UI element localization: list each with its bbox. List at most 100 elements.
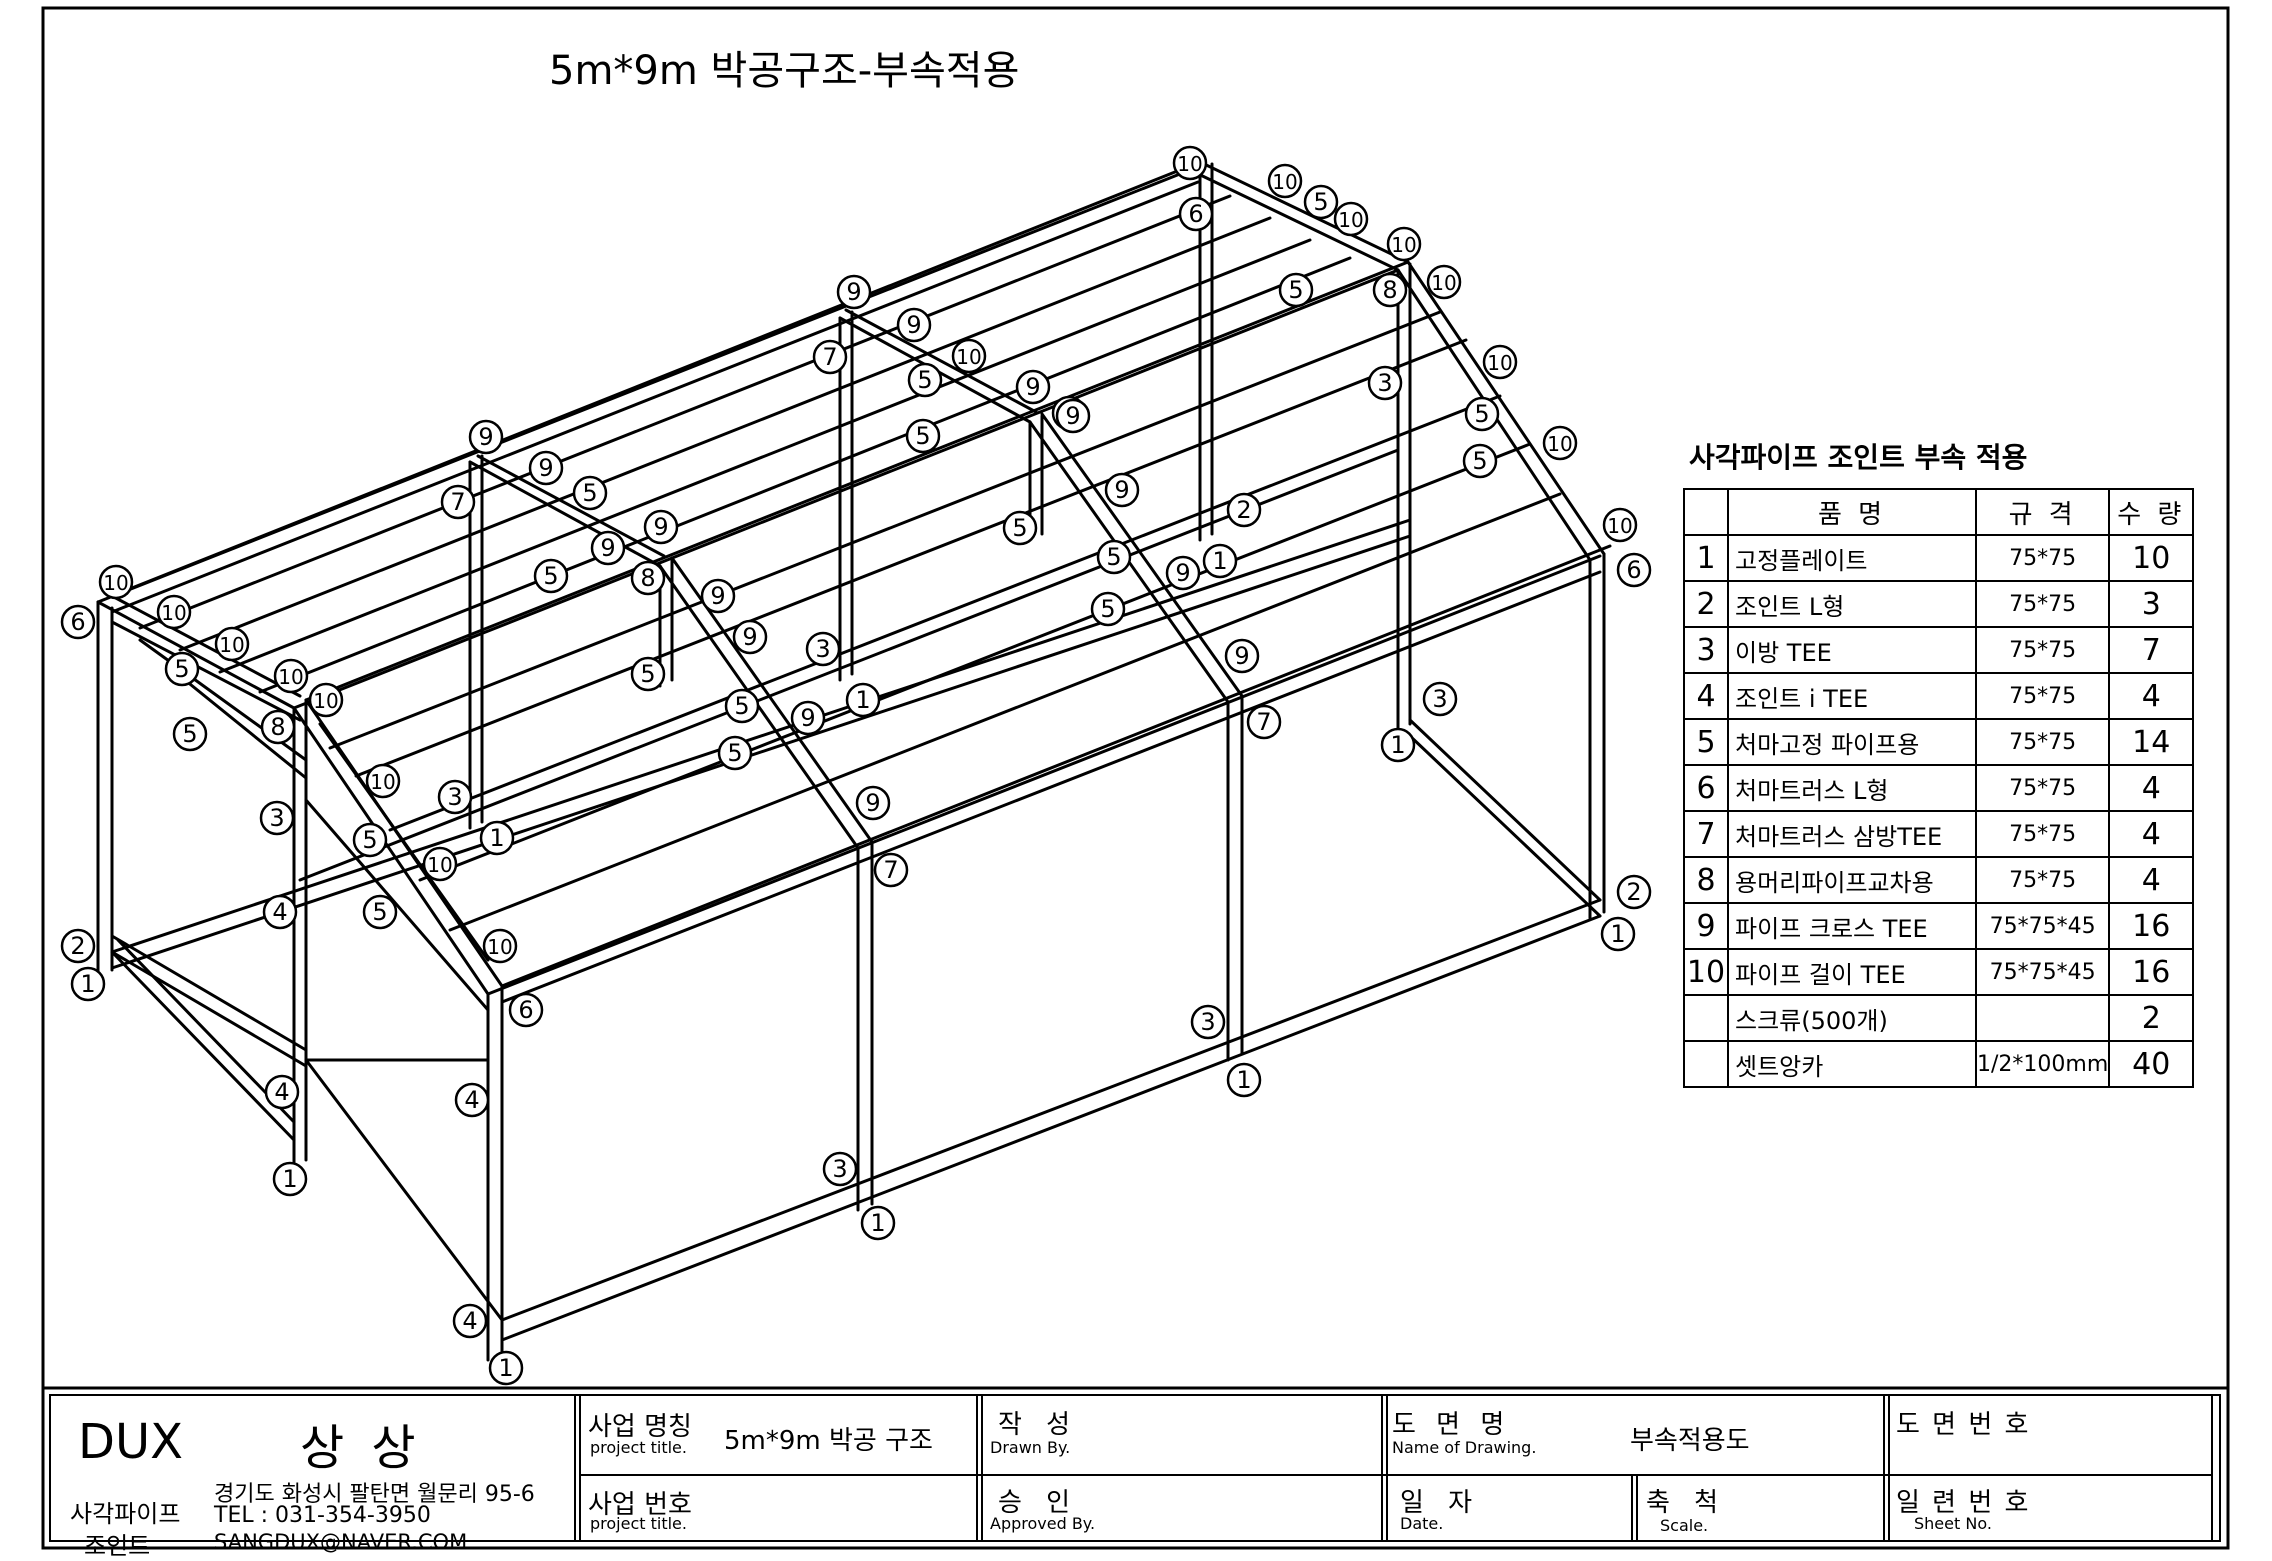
part-callout: 5 bbox=[172, 716, 208, 752]
part-callout: 9 bbox=[790, 700, 826, 736]
sheet-no-label: 일 련 번 호 bbox=[1896, 1488, 2031, 1518]
callout-number: 10 bbox=[1272, 170, 1297, 194]
callout-circle bbox=[479, 820, 515, 856]
part-callout: 6 bbox=[1178, 196, 1214, 232]
part-callout: 9 bbox=[468, 419, 504, 455]
callout-number: 6 bbox=[518, 996, 533, 1024]
callout-circle bbox=[1616, 552, 1652, 588]
callout-circle bbox=[172, 716, 208, 752]
callout-circle bbox=[1246, 704, 1282, 740]
parts-cell-qty: 3 bbox=[2108, 580, 2195, 628]
part-callout: 10 bbox=[1267, 163, 1303, 199]
drawing-name-label: 도 면 명 bbox=[1392, 1410, 1511, 1440]
callout-circle bbox=[700, 578, 736, 614]
scale-label: 축 척 bbox=[1646, 1488, 1727, 1518]
callout-number: 6 bbox=[1188, 200, 1203, 228]
drawn-by-sub: Drawn By. bbox=[990, 1438, 1071, 1457]
callout-circle bbox=[1333, 201, 1369, 237]
parts-table-row: 스크류(500개)2 bbox=[1683, 994, 2195, 1042]
part-callout: 5 bbox=[1464, 396, 1500, 432]
part-callout: 6 bbox=[60, 604, 96, 640]
callout-number: 7 bbox=[883, 856, 898, 884]
parts-cell-name: 이방 TEE bbox=[1727, 626, 1977, 674]
part-callout: 10 bbox=[273, 658, 309, 694]
callout-circle bbox=[352, 822, 388, 858]
parts-cell-spec: 75*75*45 bbox=[1974, 902, 2111, 950]
callout-number: 9 bbox=[846, 278, 861, 306]
callout-number: 7 bbox=[1256, 708, 1271, 736]
callout-number: 1 bbox=[498, 1354, 513, 1382]
part-callout: 1 bbox=[845, 682, 881, 718]
callout-number: 5 bbox=[640, 660, 655, 688]
part-callout: 8 bbox=[260, 709, 296, 745]
callout-circle bbox=[1426, 264, 1462, 300]
part-callout: 6 bbox=[508, 992, 544, 1028]
part-callout: 5 bbox=[572, 475, 608, 511]
callout-number: 3 bbox=[1432, 685, 1447, 713]
callout-circle bbox=[1090, 591, 1126, 627]
parts-cell-name: 파이프 크로스 TEE bbox=[1727, 902, 1977, 950]
parts-cell-spec: 1/2*100mm bbox=[1974, 1040, 2111, 1088]
page-title: 5m*9m 박공구조-부속적용 bbox=[549, 48, 1020, 94]
part-callout: 6 bbox=[1616, 552, 1652, 588]
callout-number: 8 bbox=[270, 713, 285, 741]
parts-cell-qty: 2 bbox=[2108, 994, 2195, 1042]
callout-circle bbox=[1267, 163, 1303, 199]
part-callout: 5 bbox=[362, 894, 398, 930]
callout-circle bbox=[98, 564, 134, 600]
callout-number: 10 bbox=[956, 345, 981, 369]
callout-circle bbox=[1462, 443, 1498, 479]
callout-circle bbox=[482, 928, 518, 964]
callout-number: 3 bbox=[815, 635, 830, 663]
part-callout: 5 bbox=[1462, 443, 1498, 479]
callout-circle bbox=[1104, 472, 1140, 508]
callout-circle bbox=[630, 656, 666, 692]
callout-circle bbox=[630, 560, 666, 596]
parts-cell-spec: 75*75 bbox=[1974, 810, 2111, 858]
part-callout: 9 bbox=[700, 578, 736, 614]
part-callout: 5 bbox=[1303, 184, 1339, 220]
part-callout: 10 bbox=[98, 564, 134, 600]
callout-number: 3 bbox=[1377, 369, 1392, 397]
parts-cell-name: 셋트앙카 bbox=[1727, 1040, 1977, 1088]
callout-number: 1 bbox=[282, 1165, 297, 1193]
project-no-sub: project title. bbox=[590, 1514, 687, 1533]
callout-circle bbox=[812, 339, 848, 375]
callout-number: 10 bbox=[1487, 351, 1512, 375]
callout-number: 6 bbox=[70, 608, 85, 636]
callout-circle bbox=[860, 1205, 896, 1241]
part-callout: 3 bbox=[1190, 1004, 1226, 1040]
part-callout: 9 bbox=[836, 274, 872, 310]
parts-cell-no: 4 bbox=[1683, 672, 1729, 720]
callout-number: 10 bbox=[278, 665, 303, 689]
callout-number: 5 bbox=[917, 366, 932, 394]
part-callout: 10 bbox=[422, 846, 458, 882]
parts-cell-name: 조인트 i TEE bbox=[1727, 672, 1977, 720]
callout-number: 5 bbox=[1012, 514, 1027, 542]
parts-cell-qty: 4 bbox=[2108, 764, 2195, 812]
callout-number: 10 bbox=[370, 770, 395, 794]
drawing-name-sub: Name of Drawing. bbox=[1392, 1438, 1537, 1457]
callout-circle bbox=[1372, 272, 1408, 308]
parts-cell-name: 처마고정 파이프용 bbox=[1727, 718, 1977, 766]
callout-circle bbox=[259, 800, 295, 836]
parts-cell-no: 5 bbox=[1683, 718, 1729, 766]
callout-circle bbox=[896, 307, 932, 343]
part-callout: 5 bbox=[1278, 272, 1314, 308]
callout-number: 10 bbox=[161, 601, 186, 625]
callout-group: 1061051010105899710598910351055997599589… bbox=[60, 145, 1652, 1386]
part-callout: 10 bbox=[365, 763, 401, 799]
parts-cell-spec: 75*75 bbox=[1974, 534, 2111, 582]
part-callout: 9 bbox=[896, 307, 932, 343]
callout-number: 2 bbox=[1236, 496, 1251, 524]
part-callout: 5 bbox=[1002, 510, 1038, 546]
callout-circle bbox=[214, 626, 250, 662]
callout-circle bbox=[717, 735, 753, 771]
